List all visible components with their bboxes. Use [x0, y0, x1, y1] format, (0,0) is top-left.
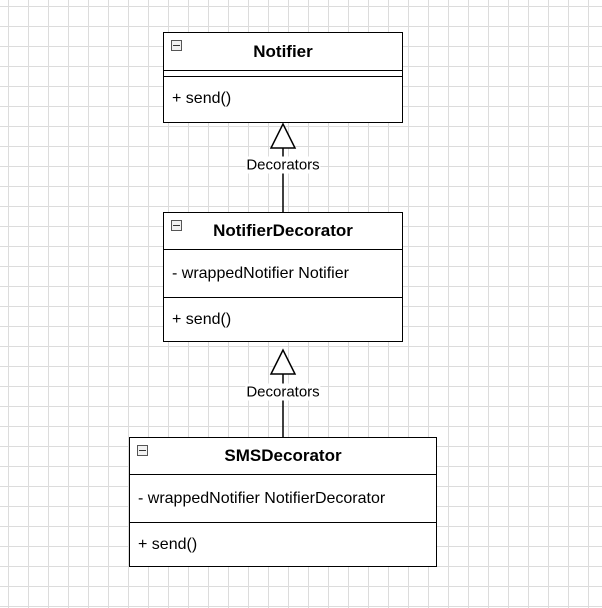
operations-section: + send()	[130, 523, 436, 567]
class-notifier[interactable]: Notifier + send()	[163, 32, 403, 123]
class-header: SMSDecorator	[130, 438, 436, 475]
class-header: Notifier	[164, 33, 402, 70]
attributes-section: - wrappedNotifier Notifier	[164, 250, 402, 298]
operation: + send()	[172, 89, 232, 107]
class-name: NotifierDecorator	[213, 221, 353, 240]
operation: + send()	[172, 311, 232, 328]
class-notifier-decorator[interactable]: NotifierDecorator - wrappedNotifier Noti…	[163, 212, 403, 342]
class-name: SMSDecorator	[224, 446, 342, 465]
collapse-icon[interactable]	[137, 445, 148, 456]
attribute: - wrappedNotifier Notifier	[172, 264, 349, 282]
class-header: NotifierDecorator	[164, 213, 402, 250]
attribute: - wrappedNotifier NotifierDecorator	[138, 489, 386, 507]
relation-label: Decorators	[245, 383, 321, 401]
class-name: Notifier	[253, 41, 313, 61]
operations-section: + send()	[164, 77, 402, 120]
generalization-arrowhead	[269, 348, 297, 375]
generalization-arrowhead	[269, 122, 297, 149]
class-sms-decorator[interactable]: SMSDecorator - wrappedNotifier NotifierD…	[129, 437, 437, 567]
attributes-section: - wrappedNotifier NotifierDecorator	[130, 475, 436, 523]
operations-section: + send()	[164, 298, 402, 342]
relation-label: Decorators	[245, 156, 321, 174]
collapse-icon[interactable]	[171, 220, 182, 231]
operation: + send()	[138, 536, 198, 553]
collapse-icon[interactable]	[171, 40, 182, 51]
attributes-section	[164, 70, 402, 77]
